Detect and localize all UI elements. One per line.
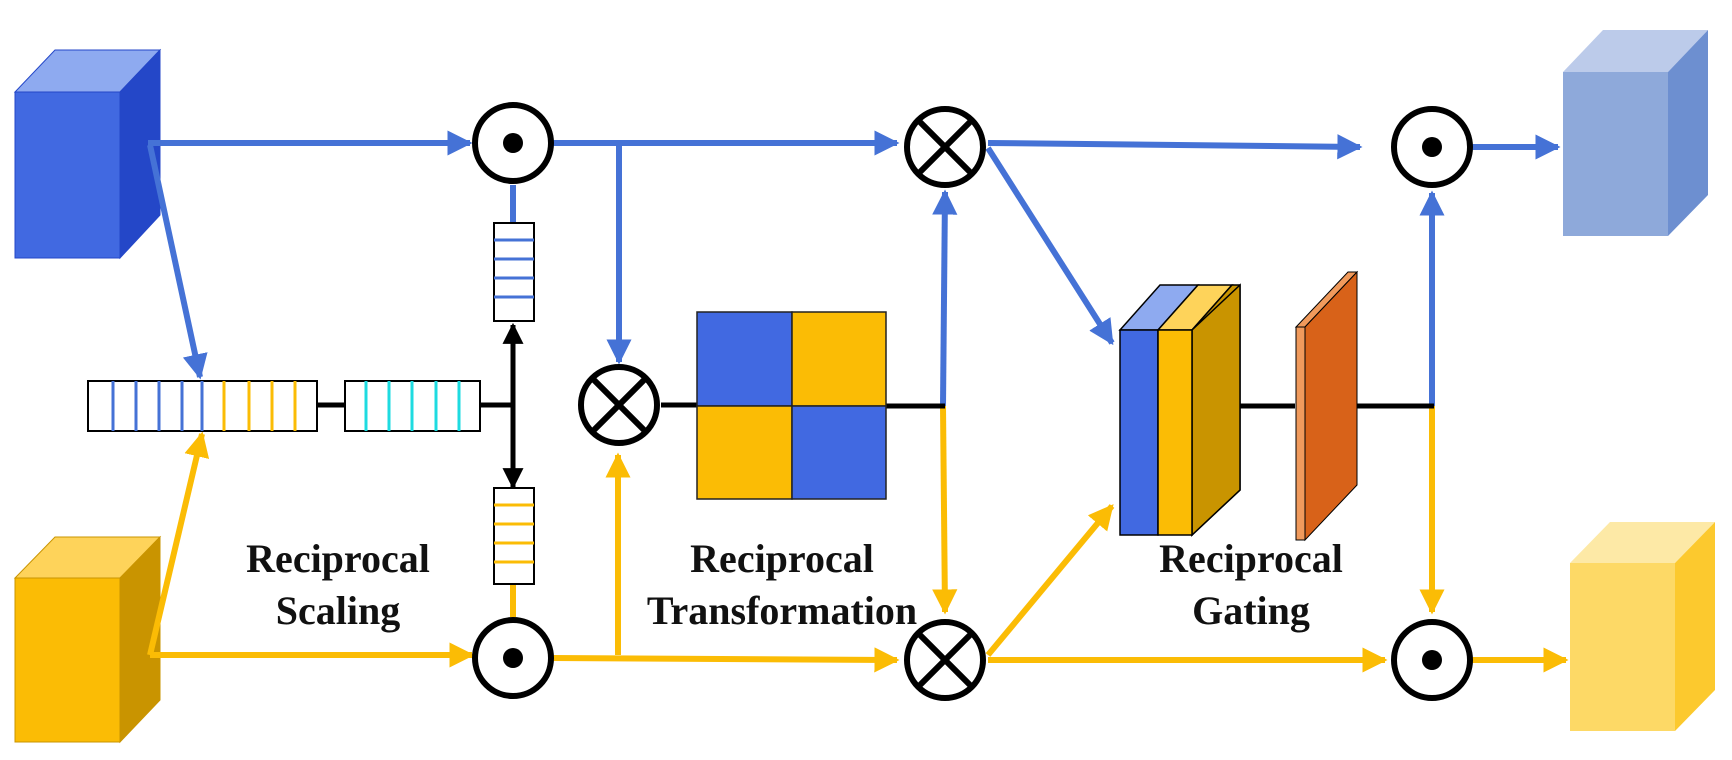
arrow-input-yellow-to-vector — [147, 431, 210, 656]
input-blue-cube — [13, 48, 162, 260]
transformation-matrix — [696, 311, 887, 500]
circle-dot-icon — [472, 617, 554, 699]
input-yellow-cube — [13, 535, 162, 744]
stacked-feature-block — [1118, 283, 1241, 537]
output-blue-cube — [1563, 30, 1708, 236]
circle-times-icon — [904, 106, 986, 188]
label-reciprocal-scaling-line2: Scaling — [276, 588, 400, 633]
arrow-mul-bottom-to-stack — [985, 504, 1115, 657]
label-reciprocal-transformation-line1: Reciprocal — [690, 536, 874, 581]
concat-channel-vector — [87, 380, 318, 432]
arrow-matrix-to-mul-top — [932, 189, 958, 407]
circle-dot-icon — [1391, 106, 1473, 188]
label-reciprocal-gating-line1: Reciprocal — [1159, 536, 1343, 581]
label-reciprocal-gating-line2: Gating — [1192, 588, 1310, 633]
yellow-scaling-weight — [493, 487, 535, 585]
yellow-flow — [147, 405, 1569, 673]
output-yellow-cube — [1570, 522, 1715, 731]
circle-times-icon — [578, 364, 660, 446]
arrow-mul-top-to-gate — [987, 134, 1363, 160]
blue-scaling-weight — [493, 222, 535, 322]
blue-flow — [147, 130, 1561, 407]
circle-dot-icon — [1391, 619, 1473, 701]
reduced-channel-vector — [344, 380, 481, 432]
gating-layer — [1294, 270, 1359, 542]
arrow-mul-top-to-stack — [985, 146, 1115, 346]
label-reciprocal-transformation-line2: Transformation — [647, 588, 917, 633]
arrow-input-blue-to-vector — [147, 144, 208, 380]
arrow-matrix-to-mul-bottom — [932, 405, 958, 615]
arrow-scale-to-mul-bottom — [552, 647, 900, 673]
circle-dot-icon — [472, 102, 554, 184]
label-reciprocal-scaling-line1: Reciprocal — [246, 536, 430, 581]
circle-times-icon — [904, 619, 986, 701]
